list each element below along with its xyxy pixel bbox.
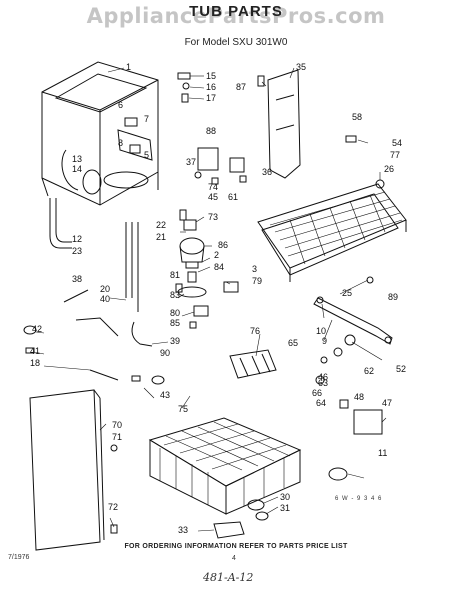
side-frame [257, 69, 301, 179]
part-number-label: 88 [206, 126, 216, 136]
part-number-label: 15 [206, 71, 216, 81]
part-number-label: 58 [352, 112, 362, 122]
part-number-label: 81 [170, 270, 180, 280]
part-number-label: 61 [228, 192, 238, 202]
part-number-label: 39 [170, 336, 180, 346]
part-number-label: 72 [108, 502, 118, 512]
part-number-label: 6 [118, 100, 123, 110]
part-number-label: 22 [156, 220, 166, 230]
tub-hardware [117, 72, 191, 161]
part-number-label: 11 [378, 448, 387, 458]
part-number-label: 21 [156, 232, 166, 242]
bracket-parts [194, 147, 247, 185]
tub-part [41, 61, 159, 206]
door-panel [29, 389, 118, 551]
part-number-label: 73 [208, 212, 218, 222]
part-number-label: 46 [318, 372, 328, 382]
part-number-label: 31 [280, 503, 290, 513]
part-number-label: 54 [392, 138, 402, 148]
part-number-label: 90 [160, 348, 170, 358]
part-number-label: 79 [252, 276, 262, 286]
part-number-label: 23 [72, 246, 82, 256]
part-number-label: 74 [208, 182, 218, 192]
part-number-label: 89 [388, 292, 398, 302]
part-number-label: 80 [170, 308, 180, 318]
part-number-label: 14 [72, 164, 82, 174]
part-number-label: 25 [342, 288, 352, 298]
part-number-label: 1 [126, 62, 131, 72]
part-number-label: 83 [170, 290, 180, 300]
part-number-label: 43 [160, 390, 170, 400]
drawing-code: 6 W - 9 3 4 6 [335, 496, 383, 502]
model-subtitle: For Model SXU 301W0 [184, 37, 288, 48]
part-number-label: 2 [214, 250, 219, 260]
part-number-label: 33 [178, 525, 188, 535]
part-number-label: 45 [208, 192, 218, 202]
hoses [49, 198, 187, 347]
part-number-label: 40 [100, 294, 110, 304]
part-number-label: 66 [312, 388, 322, 398]
part-number-label: 86 [218, 240, 228, 250]
part-number-label: 7 [144, 114, 149, 124]
lower-rack [148, 417, 302, 521]
part-number-label: 63 [318, 378, 328, 388]
part-number-label: 37 [186, 157, 196, 167]
part-number-label: 70 [112, 420, 122, 430]
part-number-label: 38 [72, 274, 82, 284]
part-number-label: 17 [206, 93, 216, 103]
part-number-label: 12 [72, 234, 82, 244]
part-number-label: 10 [316, 326, 326, 336]
part-number-label: 71 [112, 432, 122, 442]
watermark: AppliancePartsPros.com [86, 4, 386, 28]
pump-assembly [175, 219, 239, 329]
part-number-label: 62 [364, 366, 374, 376]
part-number-label: 13 [72, 154, 82, 164]
document-code: 7/1976 [8, 554, 30, 561]
part-number-label: 26 [384, 164, 394, 174]
part-number-label: 85 [170, 318, 180, 328]
part-number-label: 76 [250, 326, 260, 336]
part-number-label: 35 [296, 62, 306, 72]
part-number-label: 75 [178, 404, 188, 414]
part-number-label: 30 [280, 492, 290, 502]
part-number-label: 16 [206, 82, 216, 92]
part-number-label: 20 [100, 284, 110, 294]
small-parts [23, 289, 165, 385]
part-number-label: 65 [288, 338, 298, 348]
page-number: 4 [232, 555, 236, 562]
part-number-label: 9 [322, 336, 327, 346]
part-number-label: 41 [30, 346, 40, 356]
rack-rail [313, 296, 393, 345]
part-number-label: 77 [390, 150, 400, 160]
rack-bumper [213, 521, 245, 539]
part-number-label: 36 [262, 167, 272, 177]
part-number-label: 52 [396, 364, 406, 374]
leader-lines [33, 67, 387, 532]
part-number-label: 47 [382, 398, 392, 408]
page-title: TUB PARTS [189, 3, 283, 20]
silverware-basket [229, 349, 277, 379]
part-number-label: 87 [236, 82, 246, 92]
part-number-label: 8 [118, 138, 123, 148]
handwritten-note: 481-A-12 [203, 571, 254, 584]
part-number-label: 5 [144, 150, 149, 160]
part-number-label: 84 [214, 262, 224, 272]
part-number-label: 48 [354, 392, 364, 402]
part-number-label: 64 [316, 398, 326, 408]
upper-rack [257, 183, 407, 282]
part-number-label: 3 [252, 264, 257, 274]
part-number-label: 18 [30, 358, 40, 368]
roller-parts [315, 135, 385, 481]
ordering-note: FOR ORDERING INFORMATION REFER TO PARTS … [124, 543, 348, 550]
part-number-label: 42 [32, 324, 42, 334]
